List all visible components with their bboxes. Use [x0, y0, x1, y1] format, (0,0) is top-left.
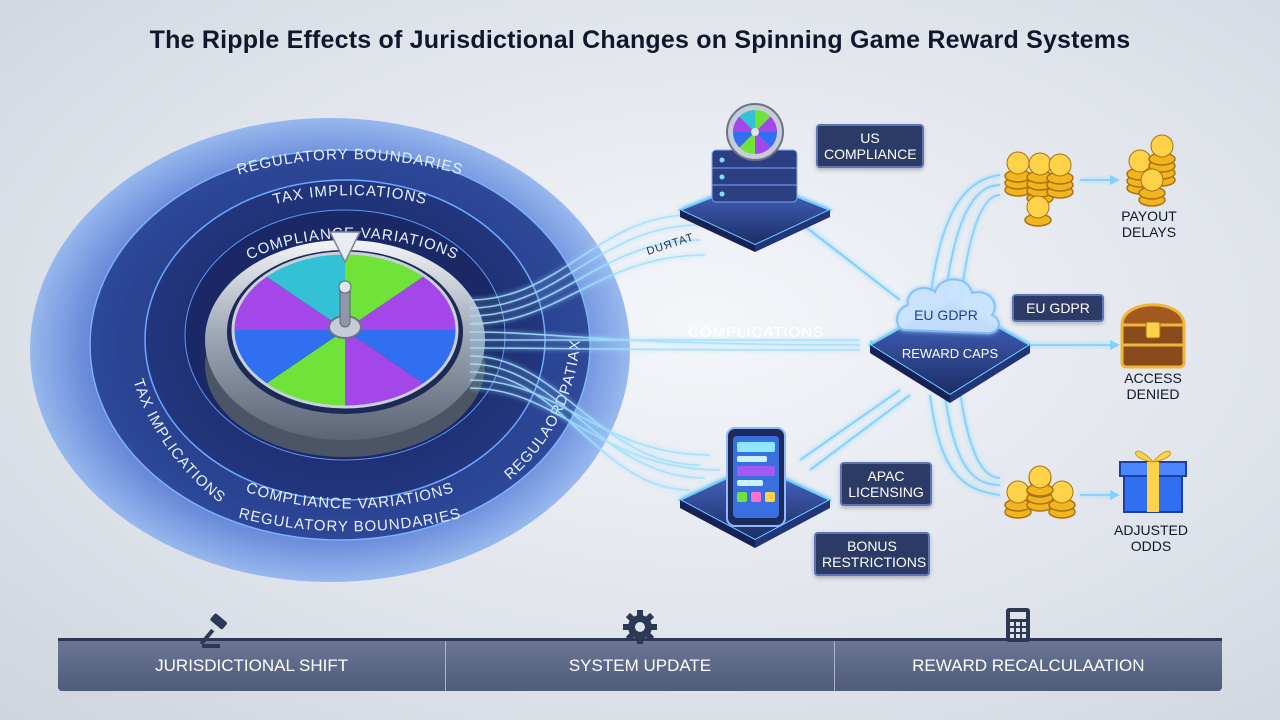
- us-compliance-tag: US COMPLIANCE: [816, 124, 924, 168]
- gavel-icon: [199, 613, 227, 648]
- wheel-slice: [233, 276, 345, 330]
- light-ray: [469, 379, 711, 456]
- garbled-label: DUЯTAT: [645, 231, 695, 258]
- wheel-slice: [345, 330, 457, 384]
- reward-caps-label: REWARD CAPS: [902, 346, 999, 361]
- coin-stack-icon: [1126, 134, 1176, 207]
- wheel-slice: [345, 330, 425, 407]
- step-label: SYSTEM UPDATE: [568, 656, 712, 675]
- light-ray: [469, 355, 701, 466]
- outcome-payout-delays: PAYOUT DELAYS: [1099, 208, 1199, 240]
- pointer-icon: [328, 231, 362, 264]
- coin-stack-icon: [1004, 465, 1076, 519]
- bonus-restrictions-tag: BONUS RESTRICTIONS: [814, 532, 930, 576]
- light-ray: [469, 239, 701, 317]
- light-rays: [469, 214, 861, 491]
- light-ray: [469, 363, 706, 479]
- wheel-slice: [265, 253, 345, 330]
- apac-phone-node: [677, 427, 833, 548]
- step-system-update: SYSTEM UPDATE: [445, 610, 833, 691]
- outcome-adjusted-odds: ADJUSTED ODDS: [1101, 522, 1201, 554]
- outcome-label: PAYOUT DELAYS: [1121, 208, 1177, 240]
- gear-icon: [622, 610, 657, 644]
- coin-face: [1150, 134, 1174, 158]
- wheel-slice: [755, 116, 777, 132]
- wheel-slice: [345, 253, 425, 330]
- calculator-icon: [1006, 608, 1031, 642]
- wheel-slice: [755, 132, 771, 154]
- wheel-slice: [755, 132, 777, 148]
- outcome-label: ACCESS DENIED: [1124, 370, 1182, 402]
- coin-face: [1048, 153, 1072, 177]
- complications-label: COMPLICATIONS: [688, 324, 824, 341]
- coin-face: [1128, 149, 1152, 173]
- gift-box-icon: [1119, 450, 1187, 513]
- outcome-access-denied: ACCESS DENIED: [1103, 370, 1203, 402]
- wheel-slice: [739, 132, 755, 154]
- coin-face: [1028, 465, 1052, 489]
- eu-cloud-node: [868, 278, 1032, 403]
- light-ray: [469, 214, 691, 301]
- spinning-wheel: [205, 231, 485, 457]
- us-compliance-label: US COMPLIANCE: [824, 130, 917, 162]
- coin-face: [1006, 151, 1030, 175]
- coin-face: [1006, 480, 1030, 504]
- coin-stack-icon: [1004, 151, 1074, 227]
- light-ray: [469, 371, 691, 491]
- step-label: REWARD RECALCULAATION: [912, 656, 1145, 675]
- process-bar: JURISDICTIONAL SHIFT SYSTEM UPDATE: [58, 608, 1222, 691]
- bonus-restrictions-label: BONUS RESTRICTIONS: [822, 538, 927, 570]
- apac-licensing-tag: APAC LICENSING: [840, 462, 932, 506]
- light-ray: [469, 387, 721, 471]
- us-server-node: [677, 103, 833, 252]
- step-reward-recalculation: REWARD RECALCULAATION: [833, 608, 1222, 691]
- step-jurisdictional-shift: JURISDICTIONAL SHIFT: [58, 613, 445, 691]
- wheel-slice: [345, 276, 457, 330]
- eu-cloud-label: EU GDPR: [914, 307, 978, 323]
- apac-licensing-label: APAC LICENSING: [848, 468, 924, 500]
- light-ray: [469, 254, 706, 325]
- light-ray: [469, 331, 861, 346]
- coin-face: [1050, 480, 1074, 504]
- wheel-slice: [739, 110, 755, 132]
- light-ray: [469, 347, 861, 351]
- wheel-slice: [733, 132, 755, 148]
- wheel-slice: [755, 110, 771, 132]
- outcome-label: ADJUSTED ODDS: [1114, 522, 1188, 554]
- wheel-slice: [233, 330, 345, 384]
- step-label: JURISDICTIONAL SHIFT: [155, 656, 349, 675]
- wheel-slice: [733, 116, 755, 132]
- light-ray: [469, 224, 701, 309]
- wheel-slice: [265, 330, 345, 407]
- coin-face: [1028, 152, 1052, 176]
- coin-face: [1026, 195, 1050, 219]
- treasure-chest-icon: [1120, 303, 1186, 369]
- page-title: The Ripple Effects of Jurisdictional Cha…: [149, 26, 1131, 54]
- eu-gdpr-label: EU GDPR: [1026, 300, 1090, 316]
- eu-gdpr-tag: EU GDPR: [1012, 294, 1104, 322]
- coin-face: [1140, 168, 1164, 192]
